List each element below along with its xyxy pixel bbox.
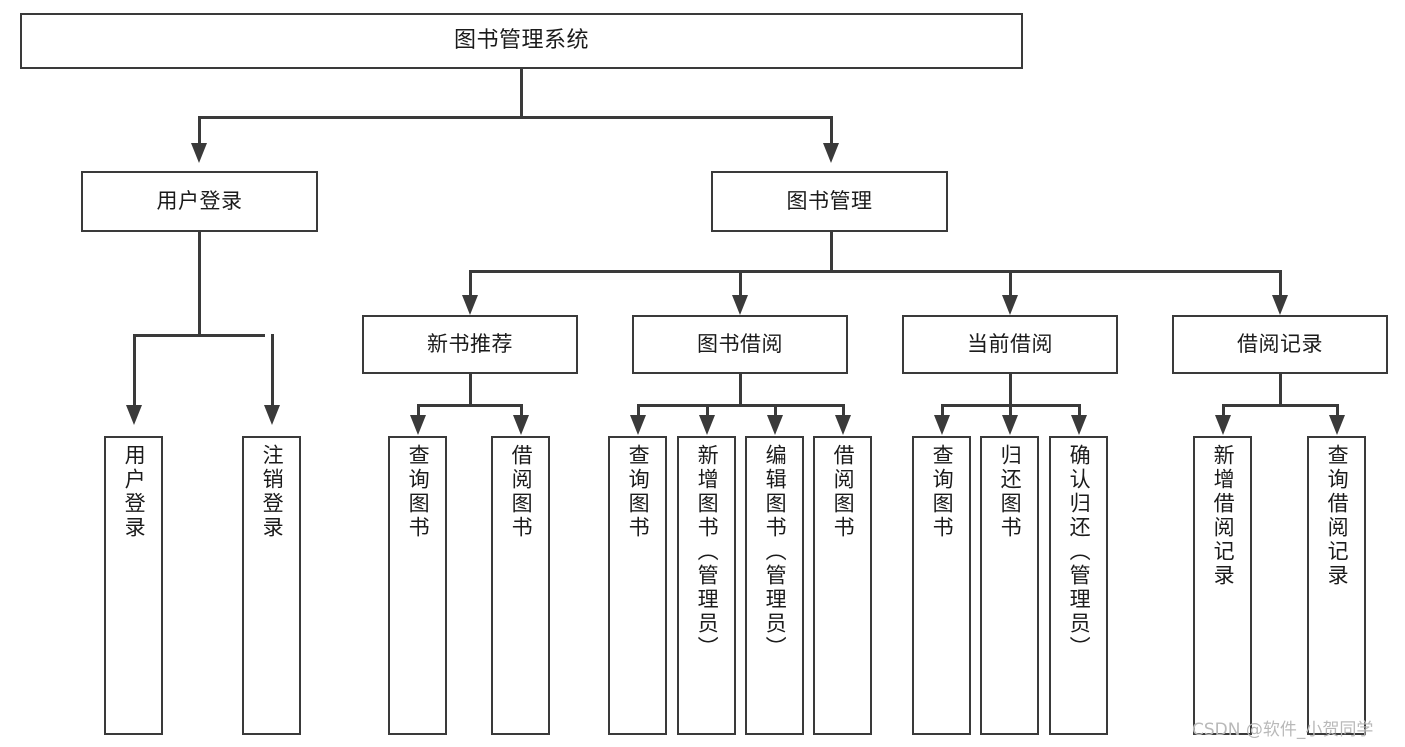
arrowhead-cb-child-3 [1071,415,1087,435]
arrowhead-bb-child-1 [630,415,646,435]
node-current-borrow[interactable]: 当前借阅 [902,315,1118,374]
arrowhead-br-child-2 [1329,415,1345,435]
leaf-nbr-query-books[interactable]: 查询图书 [388,436,447,735]
arrowhead-current-borrow [1002,295,1018,315]
connector-user-login-child-2 [271,334,274,406]
node-book-management[interactable]: 图书管理 [711,171,948,232]
node-label: 查询图书 [626,444,651,540]
connector-root-stem [520,69,523,117]
arrowhead-cb-child-1 [934,415,950,435]
connector-to-new-book-recommend [469,270,472,296]
connector-new-book-recommend-stem [469,374,472,406]
arrowhead-user-login-child-1 [126,405,142,425]
leaf-bb-query-books[interactable]: 查询图书 [608,436,667,735]
node-label: 新增图书（管理员） [695,444,720,660]
connector-user-login-bar [133,334,265,337]
node-user-login[interactable]: 用户登录 [81,171,318,232]
node-label: 借阅图书 [509,444,534,540]
arrowhead-bb-child-2 [699,415,715,435]
node-label: 用户登录 [122,444,147,540]
node-label: 借阅图书 [831,444,856,540]
node-root-book-management-system[interactable]: 图书管理系统 [20,13,1023,69]
connector-book-borrow-bar [637,404,844,407]
node-label: 新书推荐 [427,331,513,356]
leaf-user-login-login[interactable]: 用户登录 [104,436,163,735]
connector-level3-bar [469,270,1281,273]
leaf-br-query-record[interactable]: 查询借阅记录 [1307,436,1366,735]
connector-new-book-recommend-bar [417,404,522,407]
connector-borrow-record-stem [1279,374,1282,406]
node-label: 借阅记录 [1237,331,1323,356]
arrowhead-book-borrow [732,295,748,315]
node-label: 图书借阅 [697,331,783,356]
node-label: 查询图书 [406,444,431,540]
connector-to-book-management [830,116,833,144]
arrowhead-user-login-child-2 [264,405,280,425]
leaf-cb-confirm-return-admin[interactable]: 确认归还（管理员） [1049,436,1108,735]
node-label: 用户登录 [156,188,243,213]
leaf-cb-query-books[interactable]: 查询图书 [912,436,971,735]
node-new-book-recommend[interactable]: 新书推荐 [362,315,578,374]
connector-level2-bar [198,116,832,119]
node-borrow-record[interactable]: 借阅记录 [1172,315,1388,374]
connector-user-login-stem [198,232,201,336]
connector-book-borrow-stem [739,374,742,406]
node-label: 注销登录 [260,444,285,540]
connector-current-borrow-stem [1009,374,1012,406]
arrowhead-new-book-recommend [462,295,478,315]
arrowhead-cb-child-2 [1002,415,1018,435]
arrowhead-bb-child-4 [835,415,851,435]
node-label: 新增借阅记录 [1211,444,1236,588]
leaf-user-login-logout[interactable]: 注销登录 [242,436,301,735]
leaf-br-add-record[interactable]: 新增借阅记录 [1193,436,1252,735]
leaf-nbr-borrow-books[interactable]: 借阅图书 [491,436,550,735]
arrowhead-nbr-child-1 [410,415,426,435]
leaf-bb-edit-book-admin[interactable]: 编辑图书（管理员） [745,436,804,735]
leaf-cb-return-books[interactable]: 归还图书 [980,436,1039,735]
leaf-bb-borrow-books[interactable]: 借阅图书 [813,436,872,735]
node-label: 归还图书 [998,444,1023,540]
watermark-text: CSDN @软件_小贺同学 [1192,720,1374,740]
node-label: 查询借阅记录 [1325,444,1350,588]
node-label: 确认归还（管理员） [1067,444,1092,660]
node-label: 查询图书 [930,444,955,540]
connector-user-login-child-1 [133,334,136,406]
arrowhead-br-child-1 [1215,415,1231,435]
connector-borrow-record-bar [1222,404,1338,407]
connector-to-user-login [198,116,201,144]
arrowhead-borrow-record [1272,295,1288,315]
connector-to-book-borrow [739,270,742,296]
arrowhead-user-login [191,143,207,163]
node-book-borrow[interactable]: 图书借阅 [632,315,848,374]
arrowhead-bb-child-3 [767,415,783,435]
node-label: 图书管理系统 [453,27,589,53]
arrowhead-book-management [823,143,839,163]
arrowhead-nbr-child-2 [513,415,529,435]
connector-to-current-borrow [1009,270,1012,296]
connector-book-management-stem [830,232,833,272]
node-label: 编辑图书（管理员） [763,444,788,660]
leaf-bb-add-book-admin[interactable]: 新增图书（管理员） [677,436,736,735]
node-label: 当前借阅 [967,331,1053,356]
node-label: 图书管理 [786,188,873,213]
connector-to-borrow-record [1279,270,1282,296]
